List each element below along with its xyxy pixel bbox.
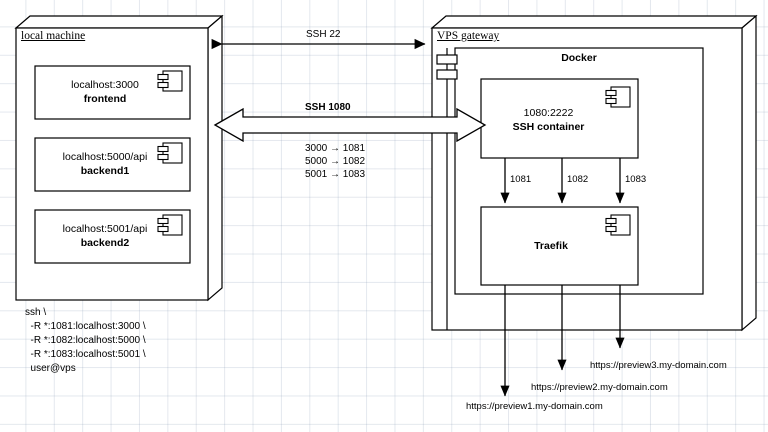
interface-connector-icon [436,48,458,330]
ssh1080-label: SSH 1080 [305,102,351,113]
component-traefik [480,206,639,286]
connection-ssh1080 [213,107,487,143]
port-label-1083: 1083 [625,174,647,185]
ssh-container-name: SSH container [512,121,585,133]
connection-traefik-outbound [500,285,625,397]
backend1-address: localhost:5000/api [62,151,148,163]
component-icon [605,214,631,236]
ssh-command-line-5: user@vps [25,363,76,374]
port-label-1082: 1082 [567,174,589,185]
component-ssh-container [480,78,639,159]
ssh-command-line-3: -R *:1082:localhost:5000 \ [25,335,146,346]
port-label-1081: 1081 [510,174,532,185]
ssh-command-line-4: -R *:1083:localhost:5001 \ [25,349,146,360]
ssh22-label: SSH 22 [306,29,341,40]
port-mapping-3: 5001 → 1083 [305,169,366,180]
component-frontend [34,65,191,120]
node-label-local-machine: local machine [21,30,86,42]
connection-container-traefik [500,158,625,204]
backend1-name: backend1 [80,165,130,177]
traefik-name: Traefik [534,240,568,252]
component-icon [157,214,183,236]
backend2-name: backend2 [80,237,130,249]
preview-url-2: https://preview2.my-domain.com [531,382,668,393]
component-backend2 [34,209,191,264]
preview-url-3: https://preview3.my-domain.com [590,360,727,371]
docker-label: Docker [561,52,597,64]
component-icon [157,142,183,164]
preview-url-1: https://preview1.my-domain.com [466,401,603,412]
port-mapping-2: 5000 → 1082 [305,156,366,167]
backend2-address: localhost:5001/api [62,223,148,235]
frontend-name: frontend [83,93,127,105]
ssh-command-line-1: ssh \ [25,307,47,318]
frontend-address: localhost:3000 [71,79,139,91]
component-icon [605,86,631,108]
node-label-vps-gateway: VPS gateway [437,30,500,42]
ssh-container-address: 1080:2222 [523,107,574,119]
ssh-command-line-2: -R *:1081:localhost:3000 \ [25,321,146,332]
component-icon [157,70,183,92]
component-backend1 [34,137,191,192]
port-mapping-1: 3000 → 1081 [305,143,366,154]
